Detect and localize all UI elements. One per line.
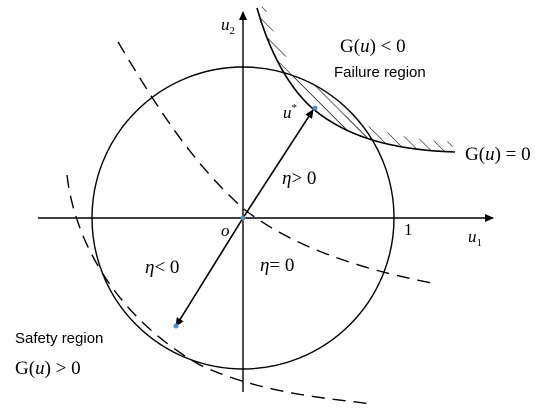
failure-region-label: Failure region — [334, 64, 426, 81]
eta-positive-vector — [242, 109, 314, 219]
safety-region-label: Safety region — [15, 330, 103, 347]
eta-zero-label: η= 0 — [260, 255, 294, 276]
dashed-curve-upper — [117, 41, 433, 284]
origin-point — [240, 215, 246, 221]
x-axis-label: u1 — [468, 227, 482, 249]
dashed-curve-lower — [66, 174, 373, 405]
eta-negative-label: η< 0 — [145, 257, 179, 278]
origin-label: o — [221, 221, 230, 240]
design-point-label: u* — [283, 102, 297, 122]
y-axis-label: u2 — [221, 15, 235, 37]
design-point — [312, 105, 318, 111]
limit-state-label: G(u) = 0 — [465, 144, 531, 165]
eta-positive-label: η> 0 — [282, 168, 316, 189]
failure-condition: G(u) < 0 — [340, 36, 406, 57]
eta-negative-vector — [175, 217, 244, 327]
limit-state-curve — [256, 7, 456, 153]
safety-condition: G(u) > 0 — [15, 358, 81, 379]
unit-tick-label: 1 — [404, 220, 413, 239]
negative-end-point — [173, 323, 179, 329]
failure-region-hatched — [257, 67, 394, 152]
